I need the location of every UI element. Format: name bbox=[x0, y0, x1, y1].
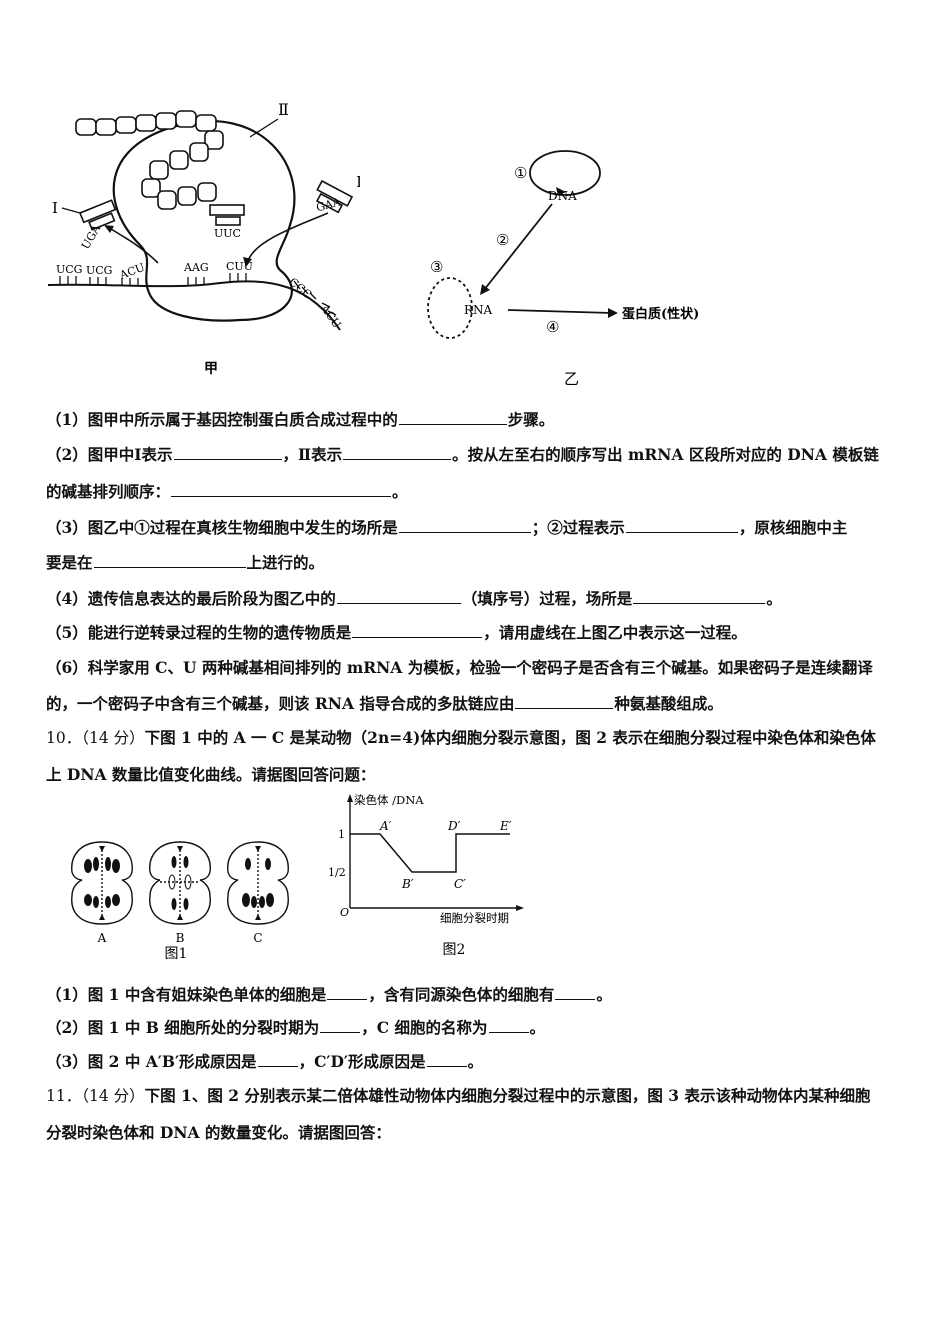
fig2-curve bbox=[350, 833, 510, 873]
q11-stem-line1: 11．（14 分）下图 1、图 2 分别表示某二倍体雄性动物体内细胞分裂过程中的… bbox=[46, 1086, 871, 1105]
trna-right bbox=[315, 179, 354, 214]
anticodon-mid: UUC bbox=[214, 227, 241, 240]
trna-middle bbox=[209, 204, 245, 226]
caption-jia: 甲 bbox=[204, 361, 218, 377]
codon-4: AAG bbox=[183, 261, 209, 274]
dna-label: DNA bbox=[548, 189, 577, 203]
q10-number: 10． bbox=[46, 729, 82, 747]
q10-part2: （2）图 1 中 B 细胞所处的分裂时期为，C 细胞的名称为。 bbox=[46, 1018, 546, 1037]
fig2-point-D: D′ bbox=[447, 819, 461, 833]
dna-replication-loop bbox=[529, 150, 601, 196]
codon-3: ACU bbox=[117, 261, 146, 282]
q10-figure1-cells: A B C 图1 bbox=[71, 841, 289, 962]
cell-label-C: C bbox=[253, 931, 262, 945]
translation-arrow bbox=[507, 309, 613, 314]
q9-blank-2a[interactable] bbox=[173, 445, 282, 460]
fig2-point-C: C′ bbox=[454, 877, 466, 891]
q10-part3: （3）图 2 中 A′B′形成原因是，C′D′形成原因是。 bbox=[46, 1052, 484, 1071]
q9-blank-6[interactable] bbox=[515, 694, 614, 709]
codon-2: UCG bbox=[86, 264, 112, 277]
q9-blank-2b[interactable] bbox=[343, 445, 452, 460]
q10-blank-3a[interactable] bbox=[257, 1052, 298, 1067]
q9-blank-2c[interactable] bbox=[171, 482, 392, 497]
trna-left bbox=[78, 199, 117, 231]
mrna-strand bbox=[47, 280, 341, 331]
q9-part4: （4）遗传信息表达的最后阶段为图乙中的（填序号）过程，场所是。 bbox=[46, 589, 782, 608]
ribosome-outline bbox=[112, 119, 296, 322]
fig2-caption: 图2 bbox=[443, 942, 466, 958]
q10-score: （14 分） bbox=[81, 729, 145, 747]
fig2-point-B: B′ bbox=[401, 877, 414, 891]
cell-label-A: A bbox=[97, 931, 107, 945]
q10-stem-line1: 10．（14 分）下图 1 中的 A 一 C 是某动物（2n=4)体内细胞分裂示… bbox=[46, 728, 876, 747]
fig2-xlabel: 细胞分裂时期 bbox=[440, 911, 509, 925]
q9-part6-line1: （6）科学家用 C、U 两种碱基相间排列的 mRNA 为模板，检验一个密码子是否… bbox=[46, 658, 873, 677]
rna-label: RNA bbox=[464, 303, 493, 317]
q11-stem-line2: 分裂时染色体和 DNA 的数量变化。请据图回答： bbox=[46, 1123, 391, 1142]
step1-label: ① bbox=[514, 164, 527, 182]
fig2-point-A: A′ bbox=[379, 819, 392, 833]
q10-blank-1b[interactable] bbox=[555, 985, 596, 1000]
q9-part3-line1: （3）图乙中①过程在真核生物细胞中发生的场所是；②过程表示，原核细胞中主 bbox=[46, 518, 848, 537]
q9-blank-3a[interactable] bbox=[398, 518, 531, 533]
step3-label: ③ bbox=[430, 258, 443, 276]
label-I-right: I bbox=[356, 173, 360, 191]
q9-blank-5[interactable] bbox=[352, 623, 483, 638]
q9-blank-3c[interactable] bbox=[93, 553, 246, 568]
codon-5: CUU bbox=[226, 260, 253, 273]
caption-yi: 乙 bbox=[564, 370, 579, 388]
q9-part3-line2: 要是在上进行的。 bbox=[46, 553, 325, 572]
q11-score: （14 分） bbox=[81, 1087, 145, 1105]
q9-blank-3b[interactable] bbox=[625, 518, 738, 533]
q11-number: 11． bbox=[46, 1087, 82, 1105]
q9-blank-4a[interactable] bbox=[336, 589, 461, 604]
mrna-teeth bbox=[59, 273, 337, 316]
transcription-arrow bbox=[483, 203, 553, 291]
arrow-right-enter bbox=[247, 212, 329, 262]
q9-blank-4b[interactable] bbox=[633, 589, 766, 604]
fig1-caption: 图1 bbox=[165, 946, 188, 962]
q9-part2-line1: （2）图甲中Ⅰ表示，Ⅱ表示。按从左至右的顺序写出 mRNA 区段所对应的 DNA… bbox=[46, 445, 879, 464]
q9-part5: （5）能进行逆转录过程的生物的遗传物质是，请用虚线在上图乙中表示这一过程。 bbox=[46, 623, 747, 642]
cell-C bbox=[227, 841, 289, 925]
figure-yi-central-dogma: ① DNA ② ③ RNA ④ 蛋白质(性状) 乙 bbox=[427, 150, 699, 388]
label-I-left: I bbox=[52, 199, 58, 217]
step4-label: ④ bbox=[546, 318, 559, 336]
cell-B bbox=[149, 841, 211, 925]
codon-7: ACU bbox=[318, 301, 344, 330]
anticodon-right: GAA bbox=[315, 195, 343, 214]
codon-1: UCG bbox=[56, 263, 82, 276]
q10-part1: （1）图 1 中含有姐妹染色单体的细胞是，含有同源染色体的细胞有。 bbox=[46, 985, 612, 1004]
figure-jia-translation: Ⅱ I I UGA UUC GAA UCG UCG ACU AAG CUU CC… bbox=[47, 100, 360, 377]
q10-blank-2b[interactable] bbox=[488, 1018, 529, 1033]
q10-blank-2a[interactable] bbox=[320, 1018, 361, 1033]
q9-blank-1[interactable] bbox=[398, 410, 507, 425]
q10-blank-1a[interactable] bbox=[327, 985, 368, 1000]
rna-replication-loop bbox=[427, 277, 473, 339]
q10-stem-line2: 上 DNA 数量比值变化曲线。请据图回答问题： bbox=[46, 765, 376, 784]
fig2-ytick-1: 1 bbox=[338, 828, 345, 841]
fig2-ylabel: 染色体 /DNA bbox=[354, 793, 424, 807]
protein-label: 蛋白质(性状) bbox=[622, 306, 699, 322]
fig2-ytick-half: 1/2 bbox=[328, 866, 346, 879]
cell-A bbox=[71, 841, 133, 925]
q9-part6-line2: 的，一个密码子中含有三个碱基，则该 RNA 指导合成的多肽链应由种氨基酸组成。 bbox=[46, 694, 723, 713]
fig2-point-E: E′ bbox=[499, 819, 512, 833]
cell-label-B: B bbox=[176, 931, 185, 945]
arrow-left-exit bbox=[107, 226, 159, 264]
q10-blank-3b[interactable] bbox=[426, 1052, 467, 1067]
step2-label: ② bbox=[496, 231, 509, 249]
q10-figure2-curve: 染色体 /DNA 细胞分裂时期 O 1 1/2 A′ B′ C′ D′ E′ 图… bbox=[328, 793, 524, 958]
fig2-origin: O bbox=[340, 906, 349, 919]
label-II: Ⅱ bbox=[278, 100, 289, 119]
polypeptide-chain bbox=[75, 110, 224, 210]
q9-part2-line2: 的碱基排列顺序：。 bbox=[46, 482, 408, 501]
q9-part1: （1）图甲中所示属于基因控制蛋白质合成过程中的步骤。 bbox=[46, 410, 555, 429]
